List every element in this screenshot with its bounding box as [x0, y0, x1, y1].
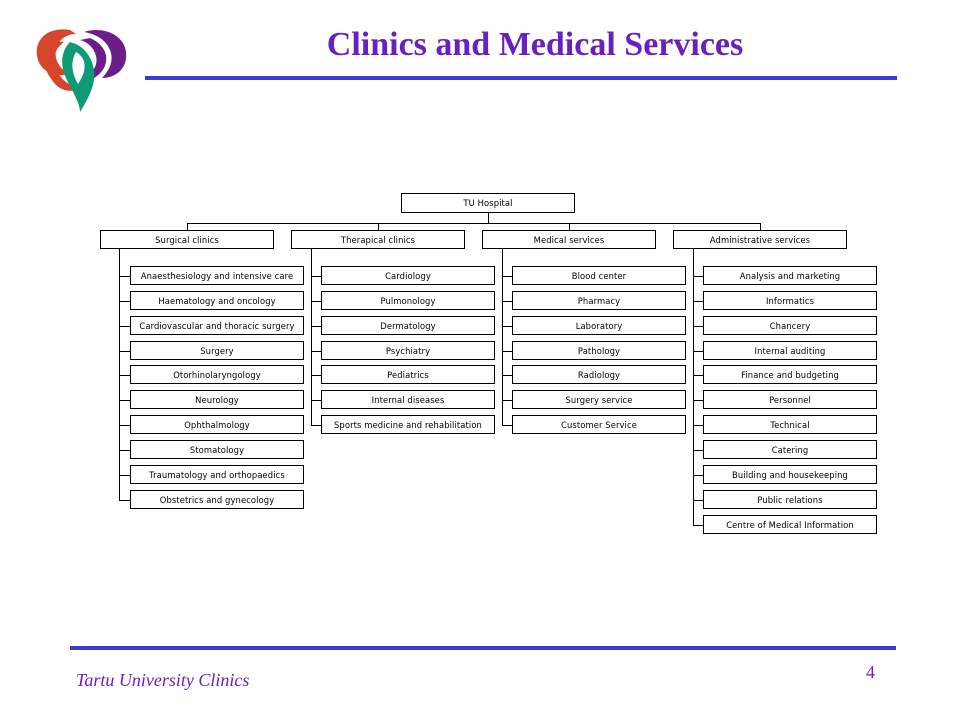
- child-connector: [119, 450, 130, 451]
- tartu-clinics-logo-icon: [36, 29, 127, 112]
- org-child-node: Pulmonology: [321, 291, 495, 310]
- org-child-node: Cardiology: [321, 266, 495, 285]
- child-connector: [119, 351, 130, 352]
- org-child-node: Otorhinolaryngology: [130, 365, 304, 384]
- child-connector: [693, 276, 703, 277]
- org-branch-node: Surgical clinics: [100, 230, 274, 249]
- child-connector: [693, 475, 703, 476]
- child-connector: [693, 450, 703, 451]
- org-child-node: Informatics: [703, 291, 877, 310]
- child-connector: [502, 326, 512, 327]
- branch-spine: [502, 249, 503, 426]
- org-child-node: Surgery service: [512, 390, 686, 409]
- child-connector: [693, 425, 703, 426]
- org-child-node: Building and housekeeping: [703, 465, 877, 484]
- branch-connector: [569, 223, 570, 230]
- org-child-node: Radiology: [512, 365, 686, 384]
- org-child-node: Pharmacy: [512, 291, 686, 310]
- page-number: 4: [866, 662, 875, 682]
- child-connector: [693, 301, 703, 302]
- org-branch-node: Medical services: [482, 230, 656, 249]
- child-connector: [502, 276, 512, 277]
- org-root-node: TU Hospital: [401, 193, 575, 213]
- org-child-node: Traumatology and orthopaedics: [130, 465, 304, 484]
- org-child-node: Blood center: [512, 266, 686, 285]
- child-connector: [693, 525, 703, 526]
- child-connector: [311, 276, 321, 277]
- org-child-node: Pathology: [512, 341, 686, 360]
- page-title: Clinics and Medical Services: [326, 26, 744, 63]
- child-connector: [119, 400, 130, 401]
- child-connector: [693, 326, 703, 327]
- org-child-node: Sports medicine and rehabilitation: [321, 415, 495, 434]
- child-connector: [311, 301, 321, 302]
- org-child-node: Obstetrics and gynecology: [130, 490, 304, 509]
- child-connector: [502, 375, 512, 376]
- child-connector: [119, 475, 130, 476]
- child-connector: [119, 500, 130, 501]
- branch-spine: [693, 249, 694, 525]
- child-connector: [693, 400, 703, 401]
- org-child-node: Personnel: [703, 390, 877, 409]
- org-child-node: Centre of Medical Information: [703, 515, 877, 534]
- org-child-node: Catering: [703, 440, 877, 459]
- child-connector: [502, 400, 512, 401]
- org-child-node: Finance and budgeting: [703, 365, 877, 384]
- child-connector: [311, 400, 321, 401]
- root-connector: [488, 213, 489, 223]
- org-child-node: Pediatrics: [321, 365, 495, 384]
- org-child-node: Psychiatry: [321, 341, 495, 360]
- org-child-node: Customer Service: [512, 415, 686, 434]
- trunk-connector: [187, 223, 761, 224]
- title-divider: [145, 76, 897, 80]
- org-branch-node: Administrative services: [673, 230, 847, 249]
- org-child-node: Stomatology: [130, 440, 304, 459]
- child-connector: [311, 375, 321, 376]
- org-child-node: Internal diseases: [321, 390, 495, 409]
- org-child-node: Technical: [703, 415, 877, 434]
- org-child-node: Public relations: [703, 490, 877, 509]
- org-child-node: Cardiovascular and thoracic surgery: [130, 316, 304, 335]
- org-child-node: Ophthalmology: [130, 415, 304, 434]
- child-connector: [119, 276, 130, 277]
- child-connector: [502, 425, 512, 426]
- child-connector: [119, 425, 130, 426]
- child-connector: [119, 375, 130, 376]
- child-connector: [693, 375, 703, 376]
- child-connector: [693, 500, 703, 501]
- branch-spine: [119, 249, 120, 501]
- branch-spine: [311, 249, 312, 426]
- child-connector: [119, 301, 130, 302]
- child-connector: [311, 351, 321, 352]
- child-connector: [693, 351, 703, 352]
- child-connector: [311, 326, 321, 327]
- child-connector: [502, 351, 512, 352]
- child-connector: [119, 326, 130, 327]
- org-child-node: Surgery: [130, 341, 304, 360]
- org-child-node: Analysis and marketing: [703, 266, 877, 285]
- branch-connector: [378, 223, 379, 230]
- footer-text: Tartu University Clinics: [76, 670, 250, 690]
- branch-connector: [187, 223, 188, 230]
- org-child-node: Neurology: [130, 390, 304, 409]
- org-child-node: Internal auditing: [703, 341, 877, 360]
- org-child-node: Anaesthesiology and intensive care: [130, 266, 304, 285]
- org-child-node: Dermatology: [321, 316, 495, 335]
- org-child-node: Laboratory: [512, 316, 686, 335]
- org-branch-node: Therapical clinics: [291, 230, 465, 249]
- org-child-node: Haematology and oncology: [130, 291, 304, 310]
- child-connector: [502, 301, 512, 302]
- child-connector: [311, 425, 321, 426]
- org-child-node: Chancery: [703, 316, 877, 335]
- branch-connector: [760, 223, 761, 230]
- footer-divider: [70, 646, 896, 650]
